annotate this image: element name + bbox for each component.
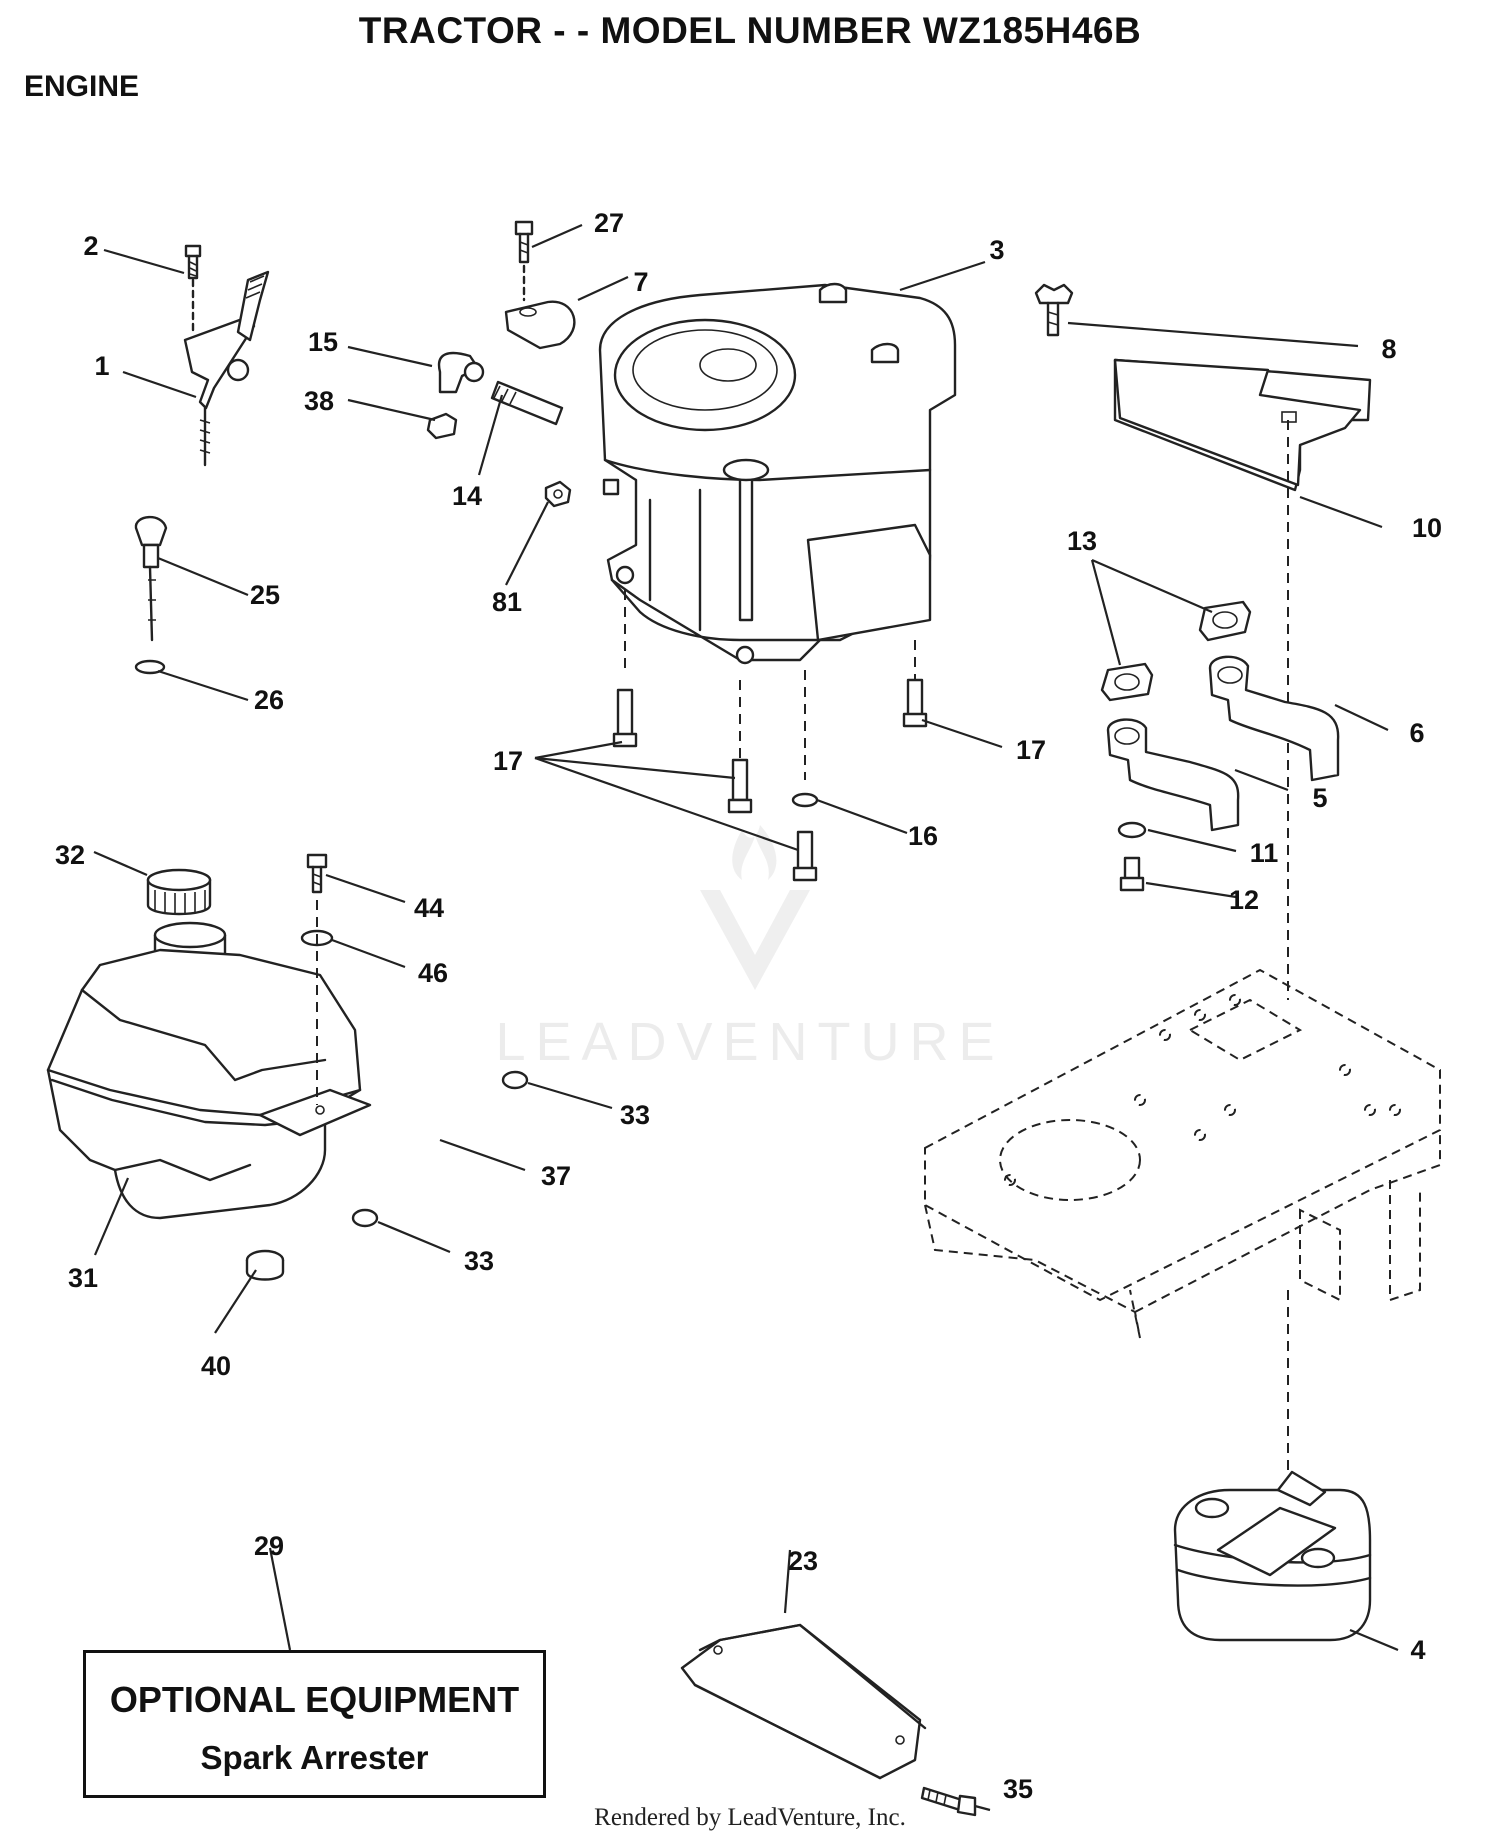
part-exhaust-pipes[interactable] <box>1100 600 1340 892</box>
part-tank-screw[interactable] <box>300 853 334 1105</box>
footer-credit: Rendered by LeadVenture, Inc. <box>594 1804 906 1831</box>
callout-13: 13 <box>1067 526 1097 556</box>
callout-leaders <box>93 223 1399 1812</box>
callout-29: 29 <box>254 1531 284 1561</box>
callout-10: 10 <box>1412 513 1442 543</box>
part-fuel-line[interactable] <box>351 1070 529 1228</box>
watermark-text: LEADVENTURE <box>495 1012 1004 1072</box>
callout-81: 81 <box>492 587 522 617</box>
callout-25: 25 <box>250 580 280 610</box>
part-spark-shield[interactable] <box>680 1623 927 1780</box>
callout-46: 46 <box>418 958 448 988</box>
callout-40: 40 <box>201 1351 231 1381</box>
part-muffler[interactable] <box>1173 1290 1372 1642</box>
callout-23: 23 <box>788 1546 818 1576</box>
part-elbow-fitting[interactable] <box>426 351 620 508</box>
callout-32: 32 <box>55 840 85 870</box>
callout-27: 27 <box>594 208 624 238</box>
callout-17-left: 17 <box>493 746 523 776</box>
part-throttle-control[interactable] <box>183 244 270 467</box>
callout-12: 12 <box>1229 885 1259 915</box>
part-shield-screw[interactable] <box>920 1786 977 1817</box>
callout-33-bottom: 33 <box>464 1246 494 1276</box>
diagram-title: TRACTOR - - MODEL NUMBER WZ185H46B <box>358 10 1142 51</box>
part-clamp[interactable] <box>504 220 576 350</box>
part-grommet[interactable] <box>245 1249 285 1281</box>
callout-44: 44 <box>414 893 444 923</box>
optional-equipment-item: Spark Arrester <box>200 1739 429 1776</box>
part-heat-shield[interactable] <box>1034 283 1372 1000</box>
part-dipstick[interactable] <box>134 515 168 675</box>
callout-11: 11 <box>1250 838 1279 868</box>
callout-1: 1 <box>94 351 109 381</box>
callout-14: 14 <box>452 481 482 511</box>
watermark-logo: LEADVENTURE <box>495 825 1004 1072</box>
callout-8: 8 <box>1381 334 1396 364</box>
callout-35: 35 <box>1003 1774 1033 1804</box>
callout-16: 16 <box>908 821 938 851</box>
callout-5: 5 <box>1312 783 1327 813</box>
part-fuel-tank[interactable] <box>46 868 372 1220</box>
tractor-frame <box>924 968 1441 1339</box>
callout-15: 15 <box>308 327 338 357</box>
callout-37: 37 <box>541 1161 571 1191</box>
callout-2: 2 <box>83 231 98 261</box>
part-engine-bolts[interactable] <box>612 590 928 882</box>
section-label: ENGINE <box>24 70 140 103</box>
callout-7: 7 <box>633 267 648 297</box>
part-engine[interactable] <box>598 282 957 665</box>
callout-labels: 1 2 3 4 5 6 7 8 10 11 12 13 14 15 16 17 … <box>55 208 1442 1804</box>
callout-6: 6 <box>1409 718 1424 748</box>
callout-17-right: 17 <box>1016 735 1046 765</box>
callout-26: 26 <box>254 685 284 715</box>
callout-38: 38 <box>304 386 334 416</box>
callout-31: 31 <box>68 1263 98 1293</box>
optional-equipment-box: OPTIONAL EQUIPMENT Spark Arrester <box>83 1650 546 1798</box>
optional-equipment-title: OPTIONAL EQUIPMENT <box>109 1679 520 1720</box>
callout-3: 3 <box>989 235 1004 265</box>
callout-4: 4 <box>1410 1635 1425 1665</box>
callout-33-top: 33 <box>620 1100 650 1130</box>
